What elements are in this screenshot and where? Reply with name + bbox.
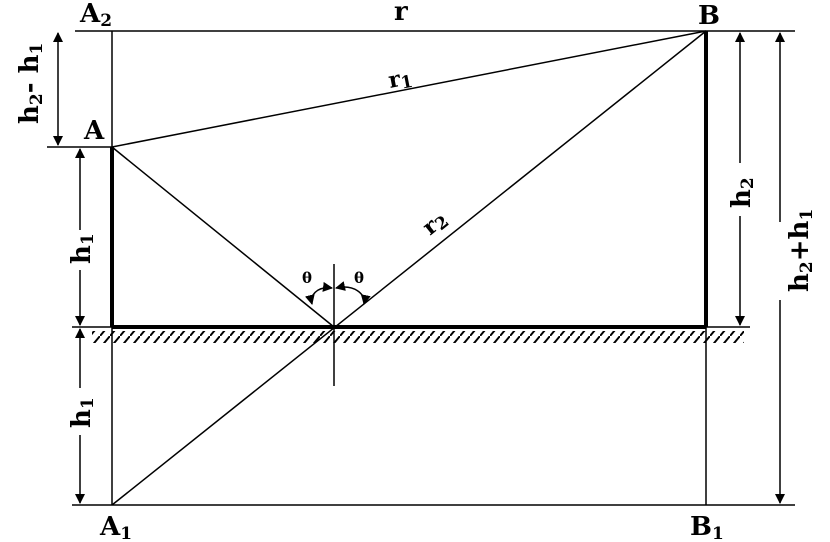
ground-hatching: [92, 331, 744, 343]
ground-surface: [112, 325, 706, 329]
label-theta-left: θ: [302, 269, 312, 287]
label-h1-upper: h1: [67, 233, 98, 264]
label-a1: A1: [99, 512, 132, 542]
label-h1-lower: h1: [67, 397, 98, 428]
label-a: A: [83, 116, 105, 146]
label-r: r: [394, 0, 408, 27]
label-r1: r1: [386, 64, 414, 96]
label-a2: A2: [79, 0, 112, 31]
ray-r2: [111, 30, 707, 506]
angle-arc-left: [304, 281, 333, 305]
angle-arc-right: [335, 281, 371, 305]
label-theta-right: θ: [354, 269, 364, 287]
ray-a-to-reflection: [111, 146, 335, 328]
label-h2-plus-h1: h2+h1: [785, 209, 817, 292]
ray-r1: [111, 30, 707, 148]
label-h2-minus-h1: h2- h1: [15, 43, 47, 124]
label-b1: B1: [690, 512, 724, 542]
label-h2: h2: [727, 177, 758, 208]
label-b: B: [698, 1, 720, 31]
